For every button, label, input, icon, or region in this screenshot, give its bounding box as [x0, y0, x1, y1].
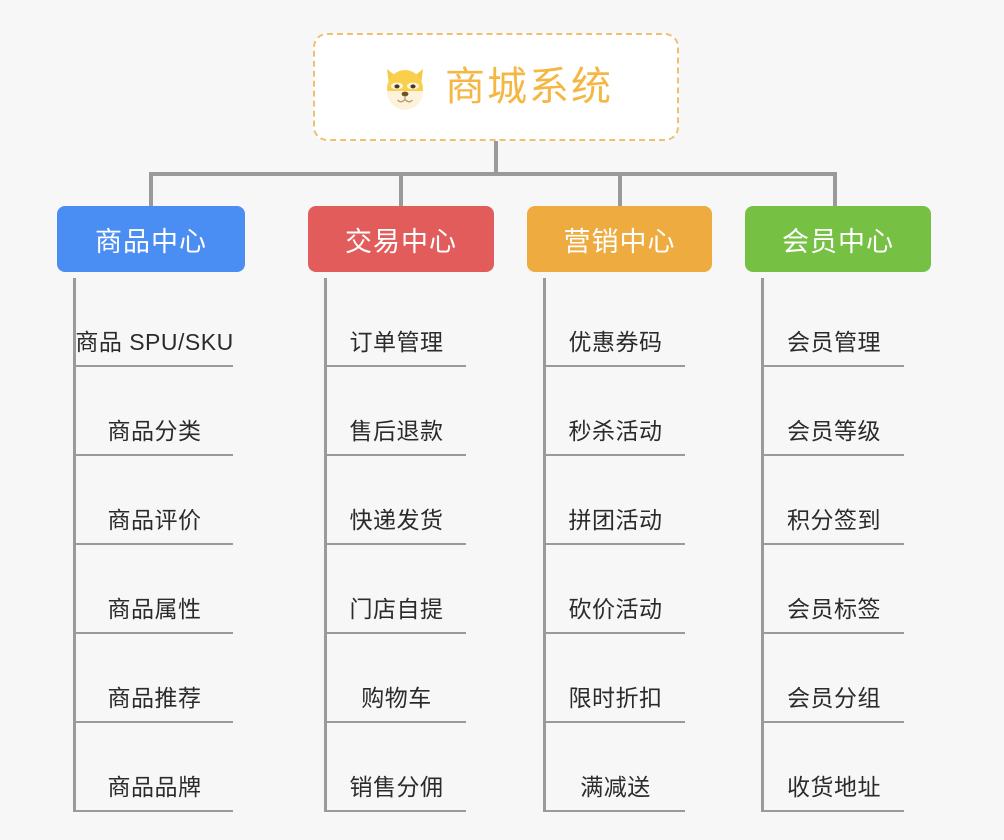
- list-item[interactable]: 限时折扣: [546, 634, 685, 723]
- connector-drop-trade-center: [399, 172, 403, 208]
- list-item[interactable]: 拼团活动: [546, 456, 685, 545]
- list-item-label: 销售分佣: [349, 774, 444, 800]
- sub-item-list-member-center: 会员管理 会员等级 积分签到 会员标签 会员分组 收货地址: [761, 278, 931, 812]
- root-title: 商城系统: [445, 65, 613, 109]
- list-item[interactable]: 优惠券码: [546, 278, 685, 367]
- branch-header-product-center[interactable]: 商品中心: [57, 206, 245, 272]
- list-item-label: 满减送: [580, 774, 651, 800]
- branch-header-marketing-center[interactable]: 营销中心: [527, 206, 712, 272]
- connector-drop-member-center: [833, 172, 837, 208]
- list-item-label: 售后退款: [349, 418, 444, 444]
- branch-header-member-center[interactable]: 会员中心: [745, 206, 931, 272]
- list-item[interactable]: 购物车: [327, 634, 466, 723]
- list-item[interactable]: 会员标签: [764, 545, 904, 634]
- list-item-label: 购物车: [361, 685, 432, 711]
- list-item[interactable]: 满减送: [546, 723, 685, 812]
- connector-horizontal-bar: [149, 172, 835, 176]
- list-item-label: 会员等级: [787, 418, 881, 444]
- list-item[interactable]: 砍价活动: [546, 545, 685, 634]
- list-item-label: 商品品牌: [107, 774, 202, 800]
- list-item[interactable]: 快递发货: [327, 456, 466, 545]
- list-item-label: 积分签到: [787, 507, 881, 533]
- branch-label: 商品中心: [95, 226, 207, 257]
- list-item-label: 会员分组: [787, 685, 881, 711]
- list-item[interactable]: 商品分类: [76, 367, 233, 456]
- list-item[interactable]: 商品评价: [76, 456, 233, 545]
- list-item-label: 秒杀活动: [568, 418, 663, 444]
- list-item-label: 快递发货: [349, 507, 444, 533]
- list-item-label: 商品推荐: [107, 685, 202, 711]
- branch-trade-center: 交易中心 订单管理 售后退款 快递发货 门店自提 购物车 销售分佣: [308, 206, 494, 812]
- list-item-label: 优惠券码: [568, 329, 663, 355]
- branch-header-trade-center[interactable]: 交易中心: [308, 206, 494, 272]
- list-item[interactable]: 销售分佣: [327, 723, 466, 812]
- branch-label: 会员中心: [782, 226, 894, 257]
- root-node[interactable]: 商城系统: [313, 33, 679, 141]
- list-item-label: 门店自提: [349, 596, 444, 622]
- connector-drop-product-center: [149, 172, 153, 208]
- branch-product-center: 商品中心 商品 SPU/SKU 商品分类 商品评价 商品属性 商品推荐 商品品牌: [57, 206, 245, 812]
- branch-member-center: 会员中心 会员管理 会员等级 积分签到 会员标签 会员分组 收货地址: [745, 206, 931, 812]
- list-item[interactable]: 会员等级: [764, 367, 904, 456]
- list-item[interactable]: 收货地址: [764, 723, 904, 812]
- list-item[interactable]: 商品属性: [76, 545, 233, 634]
- connector-stem: [494, 141, 498, 174]
- list-item[interactable]: 门店自提: [327, 545, 466, 634]
- list-item[interactable]: 秒杀活动: [546, 367, 685, 456]
- list-item-label: 商品分类: [107, 418, 202, 444]
- shiba-dog-face-icon: [379, 61, 431, 113]
- list-item-label: 收货地址: [787, 774, 881, 800]
- sub-item-list-product-center: 商品 SPU/SKU 商品分类 商品评价 商品属性 商品推荐 商品品牌: [73, 278, 245, 812]
- list-item[interactable]: 商品品牌: [76, 723, 233, 812]
- list-item-label: 限时折扣: [568, 685, 663, 711]
- connector-drop-marketing-center: [618, 172, 622, 208]
- list-item-label: 拼团活动: [568, 507, 663, 533]
- list-item-label: 会员标签: [787, 596, 881, 622]
- sub-item-list-marketing-center: 优惠券码 秒杀活动 拼团活动 砍价活动 限时折扣 满减送: [543, 278, 712, 812]
- list-item-label: 订单管理: [349, 329, 444, 355]
- list-item[interactable]: 订单管理: [327, 278, 466, 367]
- list-item-label: 商品属性: [107, 596, 202, 622]
- list-item[interactable]: 商品推荐: [76, 634, 233, 723]
- list-item[interactable]: 会员分组: [764, 634, 904, 723]
- list-item-label: 商品评价: [107, 507, 202, 533]
- list-item[interactable]: 积分签到: [764, 456, 904, 545]
- branch-marketing-center: 营销中心 优惠券码 秒杀活动 拼团活动 砍价活动 限时折扣 满减送: [527, 206, 712, 812]
- list-item[interactable]: 商品 SPU/SKU: [75, 278, 233, 367]
- sub-item-list-trade-center: 订单管理 售后退款 快递发货 门店自提 购物车 销售分佣: [324, 278, 494, 812]
- branch-label: 交易中心: [345, 226, 457, 257]
- list-item[interactable]: 会员管理: [764, 278, 904, 367]
- list-item-label: 砍价活动: [568, 596, 663, 622]
- list-item-label: 商品 SPU/SKU: [75, 329, 234, 355]
- list-item-label: 会员管理: [787, 329, 881, 355]
- branch-label: 营销中心: [563, 226, 676, 257]
- list-item[interactable]: 售后退款: [327, 367, 466, 456]
